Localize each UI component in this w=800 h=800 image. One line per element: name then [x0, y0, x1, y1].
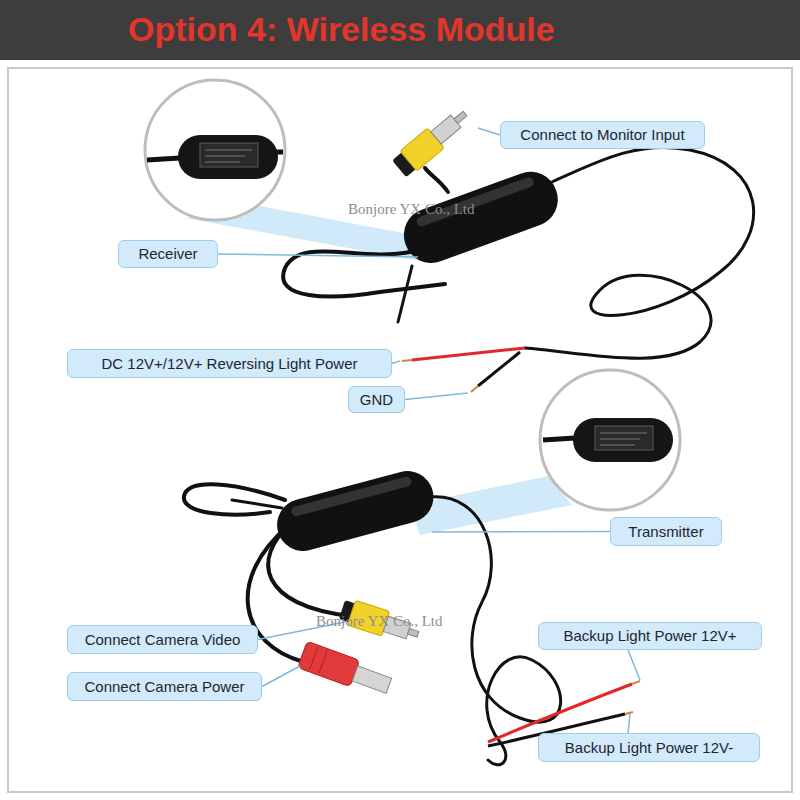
- label-text: Transmitter: [628, 523, 703, 541]
- label-box: Transmitter: [610, 517, 722, 546]
- leader-line: [405, 393, 468, 400]
- label-box: GND: [348, 386, 405, 413]
- watermark: Bonjore YX Co., Ltd: [316, 612, 443, 630]
- leader-line: [432, 531, 610, 533]
- leader-line: [628, 714, 630, 733]
- title: Option 4: Wireless Module: [128, 9, 555, 49]
- label-text: Backup Light Power 12V-: [565, 739, 733, 757]
- label-box: Connect Camera Power: [67, 672, 262, 701]
- receiver-cables: [283, 147, 753, 358]
- label-box: Receiver: [118, 240, 218, 268]
- leader-line: [478, 128, 500, 135]
- label-text: Connect Camera Power: [84, 678, 244, 696]
- label-text: Backup Light Power 12V+: [563, 627, 736, 645]
- label-box: DC 12V+/12V+ Reversing Light Power: [67, 349, 392, 378]
- leader-line: [628, 650, 640, 680]
- label-box: Backup Light Power 12V+: [538, 622, 762, 650]
- receiver-power-wires: [402, 348, 525, 392]
- label-text: Receiver: [138, 245, 197, 263]
- receiver-module: [396, 164, 565, 270]
- label-text: Connect to Monitor Input: [520, 126, 684, 144]
- leader-line: [262, 666, 300, 687]
- leader-line: [392, 361, 400, 364]
- leader-line: [218, 254, 418, 257]
- zoom-beam: [410, 476, 572, 535]
- dc-plug-red: [298, 641, 394, 699]
- label-text: DC 12V+/12V+ Reversing Light Power: [102, 355, 358, 373]
- receiver-inset: [145, 80, 285, 220]
- transmitter-inset: [540, 370, 680, 510]
- panel-frame: [8, 68, 792, 792]
- label-text: Connect Camera Video: [85, 631, 241, 649]
- transmitter-module: [271, 465, 439, 557]
- watermark: Bonjore YX Co., Ltd: [348, 200, 475, 218]
- label-box: Connect Camera Video: [67, 625, 258, 654]
- label-box: Backup Light Power 12V-: [538, 733, 760, 762]
- label-box: Connect to Monitor Input: [500, 121, 705, 149]
- label-text: GND: [360, 391, 393, 409]
- rca-plug-yellow: [391, 104, 474, 179]
